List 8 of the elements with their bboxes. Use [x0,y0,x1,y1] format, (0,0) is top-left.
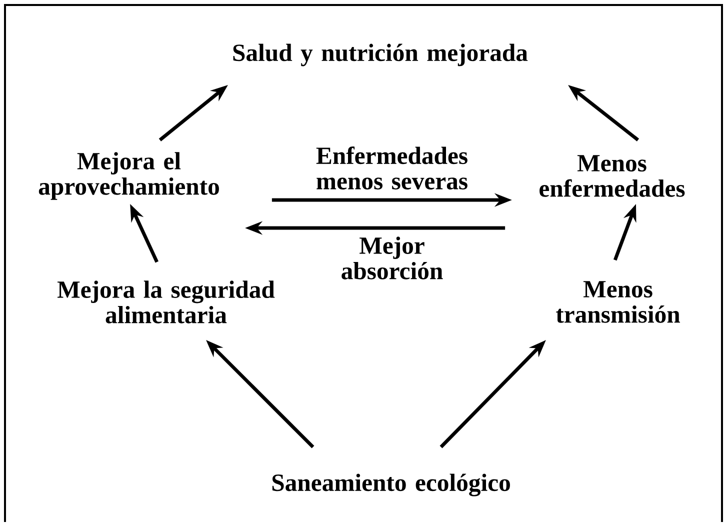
node-text: Mejora la seguridad alimentaria [58,280,275,324]
node-text: Saneamiento ecológico [272,474,510,496]
edge-label: Enfermedades menos severas [316,146,468,190]
node-text: Salud y nutrición mejorada [233,44,528,66]
node-text: Menos transmisión [556,281,680,323]
node-text: Mejora el aprovechamiento [38,152,219,200]
node-text: Menos enfermedades [540,155,685,197]
edge-label: Mejor absorción [342,236,443,280]
